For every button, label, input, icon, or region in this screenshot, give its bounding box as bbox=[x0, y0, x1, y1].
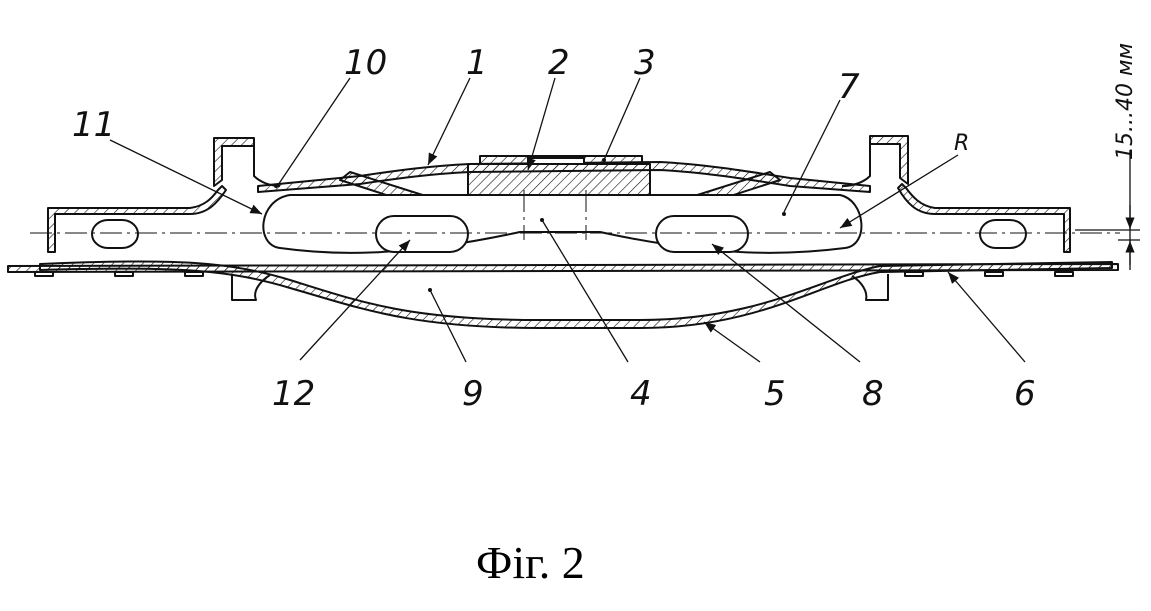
label-9: 9 bbox=[462, 374, 484, 414]
foot bbox=[184, 271, 204, 277]
point-marker bbox=[540, 218, 544, 222]
label-10: 10 bbox=[344, 43, 387, 83]
main-cavity bbox=[262, 194, 863, 254]
left-slot bbox=[91, 219, 139, 249]
lower-lug-left bbox=[231, 274, 271, 301]
leader-6 bbox=[947, 271, 1026, 363]
label-R: R bbox=[954, 131, 969, 156]
label-3: 3 bbox=[634, 43, 656, 83]
leader-1 bbox=[427, 77, 471, 166]
foot bbox=[1054, 271, 1074, 277]
leader-5 bbox=[703, 321, 761, 363]
point-marker bbox=[428, 288, 432, 292]
dimension-label: 15...40 мм bbox=[1113, 43, 1138, 160]
figure-caption: Фіг. 2 bbox=[476, 537, 585, 588]
label-1: 1 bbox=[466, 43, 488, 83]
leader-12 bbox=[299, 239, 411, 361]
left-end-tube bbox=[47, 185, 227, 253]
right-slot bbox=[979, 219, 1027, 249]
foot bbox=[114, 271, 134, 277]
bottom-plate bbox=[7, 263, 1119, 273]
leader-2 bbox=[526, 77, 556, 171]
label-8: 8 bbox=[862, 374, 884, 414]
right-end-tube bbox=[897, 183, 1071, 253]
foot bbox=[984, 271, 1004, 277]
leader-4 bbox=[541, 219, 629, 363]
label-4: 4 bbox=[630, 374, 652, 414]
upper-lug-right-body bbox=[841, 143, 900, 187]
leader-8 bbox=[711, 243, 861, 363]
leader-11 bbox=[109, 139, 263, 215]
right-channel bbox=[655, 215, 749, 253]
label-7: 7 bbox=[838, 67, 860, 107]
upper-body bbox=[257, 161, 871, 193]
label-12: 12 bbox=[272, 374, 315, 414]
point-marker bbox=[274, 184, 278, 188]
top-plate-slot bbox=[527, 157, 585, 165]
foot bbox=[904, 271, 924, 277]
leader-10 bbox=[275, 77, 351, 189]
foot bbox=[34, 271, 54, 277]
label-11: 11 bbox=[72, 105, 115, 145]
leader-3 bbox=[603, 77, 641, 161]
label-5: 5 bbox=[764, 374, 786, 414]
left-channel bbox=[375, 215, 469, 253]
leader-9 bbox=[429, 289, 467, 363]
upper-lug-left-body bbox=[222, 145, 281, 187]
label-2: 2 bbox=[548, 43, 570, 83]
lower-lug-right bbox=[851, 274, 889, 301]
label-6: 6 bbox=[1014, 374, 1036, 414]
leader-7 bbox=[783, 99, 841, 213]
point-marker bbox=[602, 158, 606, 162]
lower-shell bbox=[39, 260, 1113, 329]
leader-R bbox=[839, 154, 959, 229]
point-marker bbox=[782, 212, 786, 216]
